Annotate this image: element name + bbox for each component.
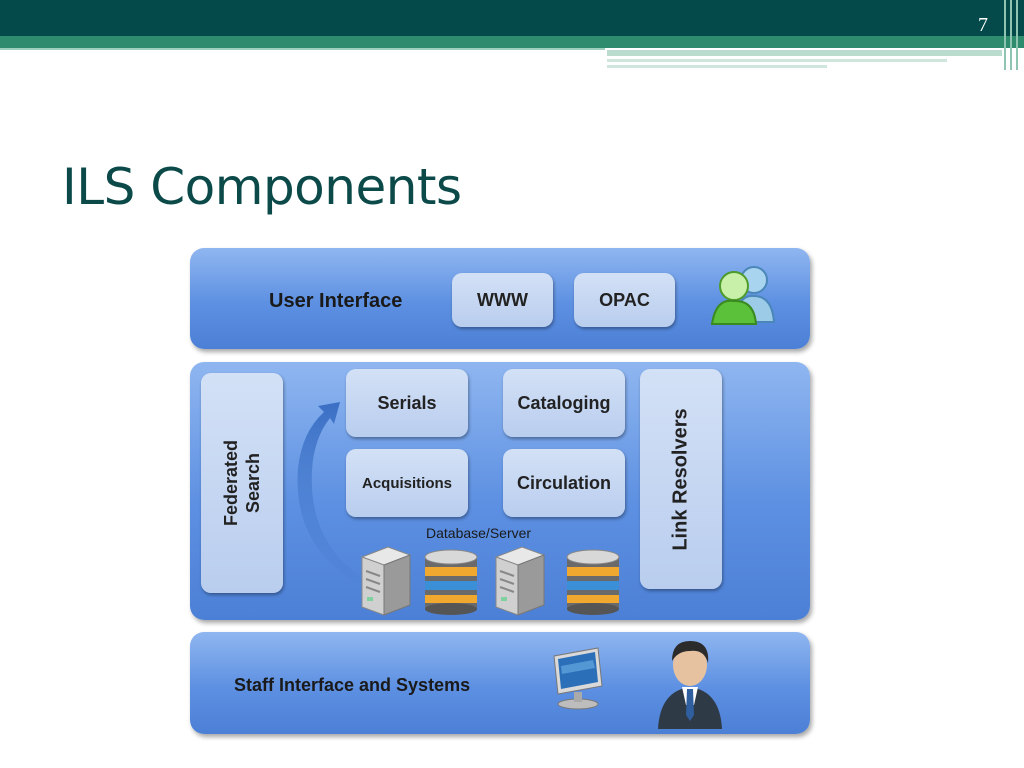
link-resolvers-box: Link Resolvers bbox=[640, 369, 722, 589]
link-resolvers-label: Link Resolvers bbox=[669, 407, 692, 551]
core-modules-panel: Federated Search Serials Cataloging Acqu… bbox=[190, 362, 810, 620]
server-icon bbox=[360, 546, 412, 616]
curved-arrow-icon bbox=[297, 402, 366, 586]
header-stripe bbox=[607, 59, 947, 62]
serials-box: Serials bbox=[346, 369, 468, 437]
header-stripe bbox=[0, 48, 605, 50]
users-icon bbox=[710, 266, 776, 325]
header-vertical-line bbox=[1004, 0, 1006, 70]
database-icon bbox=[424, 549, 478, 615]
slide-number: 7 bbox=[978, 14, 988, 36]
database-server-label: Database/Server bbox=[426, 525, 532, 541]
monitor-icon bbox=[553, 647, 603, 710]
user-interface-panel: User Interface WWW OPAC bbox=[190, 248, 810, 349]
federated-search-line: Federated bbox=[221, 439, 241, 527]
circulation-box: Circulation bbox=[503, 449, 625, 517]
federated-search-label: Federated Search bbox=[220, 383, 264, 583]
cataloging-box: Cataloging bbox=[503, 369, 625, 437]
businessman-icon bbox=[658, 641, 722, 729]
staff-interface-panel: Staff Interface and Systems bbox=[190, 632, 810, 734]
header-bar bbox=[0, 0, 1024, 36]
acquisitions-box: Acquisitions bbox=[346, 449, 468, 517]
www-box: WWW bbox=[452, 273, 553, 327]
header-vertical-line bbox=[1016, 0, 1018, 70]
staff-interface-label: Staff Interface and Systems bbox=[234, 675, 471, 695]
header-stripe bbox=[607, 50, 1002, 56]
slide-title: ILS Components bbox=[62, 158, 462, 216]
header-accent-bar bbox=[0, 36, 1024, 48]
federated-search-box: Federated Search bbox=[201, 373, 283, 593]
header-vertical-line bbox=[1010, 0, 1012, 70]
header-stripe bbox=[607, 65, 827, 68]
server-icon bbox=[494, 546, 546, 616]
database-icon bbox=[566, 549, 620, 615]
opac-box: OPAC bbox=[574, 273, 675, 327]
user-interface-label: User Interface bbox=[269, 290, 403, 312]
federated-search-line: Search bbox=[243, 452, 263, 514]
